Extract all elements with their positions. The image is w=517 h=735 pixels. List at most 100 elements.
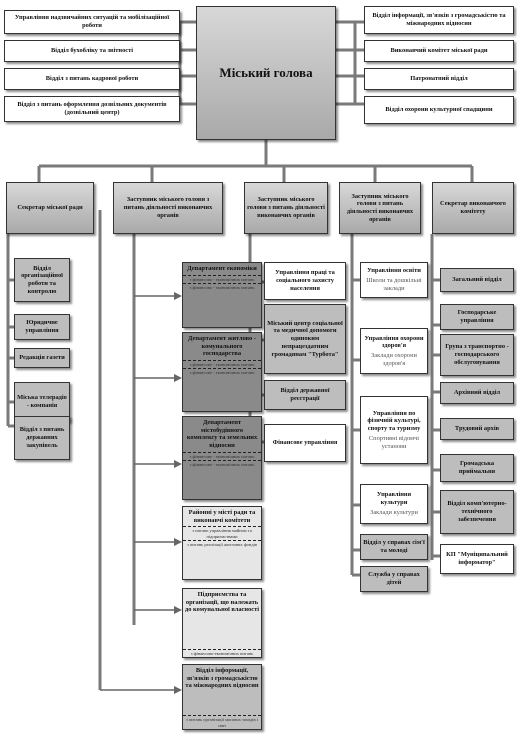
col5-label: Громадська приймальня [458, 460, 496, 475]
left-staff-0: Управління надзвичайних ситуацій та мобі… [4, 10, 180, 34]
col5-label: Відділ комп'ютерно-технічного забезпечен… [447, 500, 507, 523]
right-staff-2: Патронатний відділ [364, 68, 514, 90]
col4-sub: Школи та дошкільні заклади [366, 277, 422, 292]
tier2-label: Секретар виконавчого комітету [440, 200, 506, 215]
tier2-secretary-exec: Секретар виконавчого комітету [432, 182, 514, 234]
col4-title: Управління по фізичній культурі, спорту … [367, 409, 421, 433]
col5-item-4: Трудовий архів [440, 418, 514, 440]
col5-label: Трудовий архів [454, 425, 500, 433]
col3-label: Управління праці та соціального захисту … [275, 269, 335, 292]
right-staff-0: Відділ інформації, зв'язків з громадські… [364, 6, 514, 34]
tier2-secretary-council: Секретар міської ради [6, 182, 94, 234]
col1-item-3: Міська телерадіо - компанія [14, 382, 70, 422]
col5-item-1: Господарське управління [440, 304, 514, 330]
col1-label: Редакція газети [19, 354, 65, 362]
col3-item-1: Міський центр соціальної та медичної доп… [264, 304, 346, 374]
col4-item-4: Відділ у справах сім'ї та молоді [360, 534, 428, 560]
col3-label: Фінансове управління [272, 439, 338, 447]
tier2-label: Заступник міського голови з питань діяль… [346, 192, 414, 223]
col5-label: Загальний відділ [452, 276, 502, 284]
col3-item-2: Відділ державної реєстрації [264, 380, 346, 410]
col1-label: Міська телерадіо - компанія [17, 394, 67, 409]
col4-item-2: Управління по фізичній культурі, спорту … [360, 396, 428, 464]
col2-low-note: з фінансово-економічних питань [183, 648, 261, 657]
col5-label: Архівний відділ [453, 389, 501, 397]
right-staff-label: Патронатний відділ [410, 75, 468, 83]
col2-title: Підприємства та організації, що належать… [185, 591, 260, 614]
col2-item-1: Департамент житлово - комунального госпо… [182, 332, 262, 412]
col4-sub: Спортивні відомчі установи [368, 434, 420, 450]
col2-low-note: з питань організації масових заходів і с… [183, 715, 261, 729]
col4-title: Відділ у справах сім'ї та молоді [363, 539, 425, 554]
col2-mid-note: з фінансово - економічних питань [183, 451, 261, 460]
col2-low-note: з фінансово - економічних питань [183, 283, 261, 291]
col2-mid-note: з фінансово - економічних питань [183, 360, 261, 368]
tier2-label: Заступник міського голови з питань діяль… [247, 196, 325, 219]
col5-label: КП "Муніципальний інформатор" [446, 551, 508, 566]
col5-item-7: КП "Муніципальний інформатор" [440, 544, 514, 574]
right-staff-3: Відділ охорони культурної спадщини [364, 96, 514, 124]
tier2-deputy-3: Заступник міського голови з питань діяль… [339, 182, 421, 234]
col2-low-note: з питань реалізації житлових фондів [183, 540, 261, 548]
col2-item-5: Відділ інформації, зв'язків з громадські… [182, 664, 262, 730]
col4-sub: Заклади охорони здоров'я [371, 352, 417, 367]
col2-mid-note: з питань управління майном та підприємст… [183, 526, 261, 540]
col2-item-3: Районні у місті ради та виконавчі коміте… [182, 506, 262, 580]
tier2-deputy-2: Заступник міського голови з питань діяль… [244, 182, 328, 234]
col4-item-5: Служба у справах дітей [360, 566, 428, 592]
right-staff-label: Відділ інформації, зв'язків з громадські… [372, 12, 506, 27]
col5-item-2: Група з транспортно - господарського обс… [440, 334, 514, 376]
col3-item-3: Фінансове управління [264, 424, 346, 462]
head-label: Міський голова [219, 65, 313, 81]
col1-label: Відділ з питань державних закупівель [19, 426, 65, 449]
col3-item-0: Управління праці та соціального захисту … [264, 262, 346, 300]
col2-title: Департамент містобудівного комплексу та … [186, 419, 258, 450]
col1-item-2: Редакція газети [14, 348, 70, 368]
col2-item-4: Підприємства та організації, що належать… [182, 588, 262, 658]
left-staff-label: Відділ бухобліку та звітності [50, 47, 134, 55]
left-staff-3: Відділ з питань оформлення дозвільних до… [4, 96, 180, 122]
col1-item-0: Відділ організаційної роботи та контролю [14, 258, 70, 302]
col5-item-6: Відділ комп'ютерно-технічного забезпечен… [440, 490, 514, 534]
col5-item-0: Загальний відділ [440, 268, 514, 292]
col4-title: Управління охорони здоров'я [364, 334, 424, 350]
col2-title: Департамент економіки [187, 265, 257, 272]
left-staff-2: Відділ з питань кадрової роботи [4, 68, 180, 90]
col4-title: Служба у справах дітей [368, 571, 420, 586]
col5-item-5: Громадська приймальня [440, 454, 514, 482]
col2-title: Районні у місті ради та виконавчі коміте… [188, 509, 256, 524]
tier2-deputy-1: Заступник міського голови з питань діяль… [113, 182, 223, 234]
col1-label: Відділ організаційної роботи та контролю [21, 264, 63, 295]
left-staff-label: Управління надзвичайних ситуацій та мобі… [14, 14, 170, 29]
col2-title: Відділ інформації, зв'язків з громадські… [185, 667, 259, 690]
left-staff-label: Відділ з питань оформлення дозвільних до… [17, 101, 167, 116]
left-staff-1: Відділ бухобліку та звітності [4, 40, 180, 62]
left-staff-label: Відділ з питань кадрової роботи [45, 75, 139, 83]
right-staff-1: Виконавчий комітет міської ради [364, 40, 514, 62]
col2-low-note: з фінансово - економічних питань [183, 460, 261, 468]
col3-label: Відділ державної реєстрації [280, 387, 330, 402]
col2-item-2: Департамент містобудівного комплексу та … [182, 416, 262, 500]
col4-sub: Заклади культури [370, 508, 418, 516]
col4-title: Управління культури [376, 491, 412, 507]
col2-mid-note: з фінансово - економічних питань [183, 274, 261, 283]
right-staff-label: Відділ охорони культурної спадщини [385, 106, 493, 114]
col2-item-0: Департамент економіки з фінансово - екон… [182, 262, 262, 328]
col4-title: Управління освіти [367, 267, 421, 275]
col1-label: Юридичне управління [25, 319, 59, 334]
col1-item-1: Юридичне управління [14, 314, 70, 340]
col1-item-4: Відділ з питань державних закупівель [14, 416, 70, 460]
head-box: Міський голова [196, 6, 336, 140]
col5-item-3: Архівний відділ [440, 382, 514, 404]
col2-title: Департамент житлово - комунального госпо… [188, 335, 256, 358]
col2-low-note: з фінансово - економічних питань [183, 368, 261, 376]
right-staff-label: Виконавчий комітет міської ради [390, 47, 488, 55]
col5-label: Група з транспортно - господарського обс… [445, 343, 509, 366]
tier2-label: Заступник міського голови з питань діяль… [123, 196, 213, 219]
col5-label: Господарське управління [457, 309, 497, 324]
tier2-label: Секретар міської ради [17, 204, 83, 212]
col3-label: Міський центр соціальної та медичної доп… [267, 319, 343, 358]
